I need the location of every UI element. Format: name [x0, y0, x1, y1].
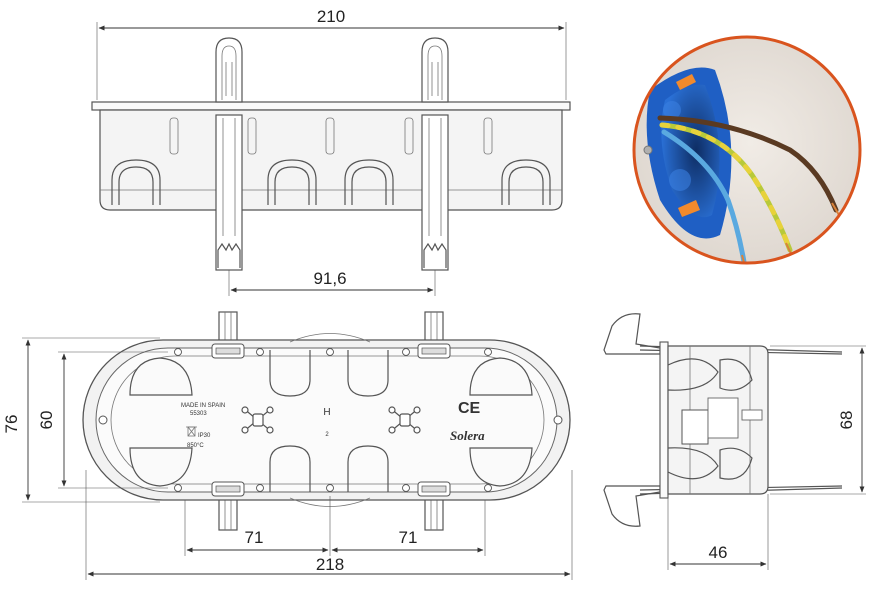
screw-icon — [643, 145, 653, 155]
top-knockouts — [111, 159, 551, 205]
dimension-front-width: 218 — [316, 555, 344, 574]
marking-brand: Solera — [450, 428, 485, 443]
top-body — [99, 109, 563, 211]
dimension-top-width: 210 — [317, 7, 345, 26]
marking-made-in: MADE IN SPAIN — [181, 403, 225, 409]
dimension-clamp-spacing: 91,6 — [313, 269, 346, 288]
front-screw-holes — [98, 348, 563, 492]
side-clamp-bottom — [603, 485, 661, 527]
bin-icon — [186, 426, 197, 437]
top-flange — [91, 101, 571, 111]
marking-ip: IP30 — [198, 433, 211, 439]
marking-two: 2 — [325, 432, 329, 438]
orange-clip-top — [676, 74, 696, 90]
dimension-front-height-outer: 76 — [2, 415, 21, 434]
installation-photo — [632, 35, 862, 265]
side-clamp-top — [603, 313, 661, 355]
dimension-spacing-right: 71 — [399, 528, 418, 547]
dimension-side-height: 68 — [837, 411, 856, 430]
front-clamp-top-right — [424, 311, 444, 343]
marking-ce: CE — [458, 400, 481, 417]
wire-brown — [657, 115, 839, 213]
front-view: MADE IN SPAIN 55303 IP30 850°C H 2 CE So… — [2, 311, 573, 580]
marking-h: H — [323, 407, 330, 418]
marking-temp: 850°C — [187, 443, 204, 449]
front-knockouts — [129, 350, 533, 492]
top-view: 210 — [91, 7, 571, 296]
wire-blue — [661, 129, 747, 263]
marking-code: 55303 — [190, 411, 207, 417]
photo-ring — [632, 35, 862, 265]
front-clamp-brackets — [211, 343, 451, 497]
dimension-side-depth: 46 — [709, 543, 728, 562]
dimension-spacing-left: 71 — [245, 528, 264, 547]
dimension-front-height-inner: 60 — [37, 411, 56, 430]
top-clamp-left — [215, 37, 243, 271]
front-connector-left — [241, 406, 274, 434]
front-body-inner — [95, 347, 558, 493]
orange-clip-bottom — [678, 200, 700, 217]
front-connector-right — [388, 406, 421, 434]
top-clamp-right — [421, 37, 449, 271]
top-ribs — [169, 117, 493, 155]
front-clamp-top-left — [218, 311, 238, 343]
side-flange — [659, 341, 669, 499]
side-view: 68 46 — [603, 313, 866, 570]
